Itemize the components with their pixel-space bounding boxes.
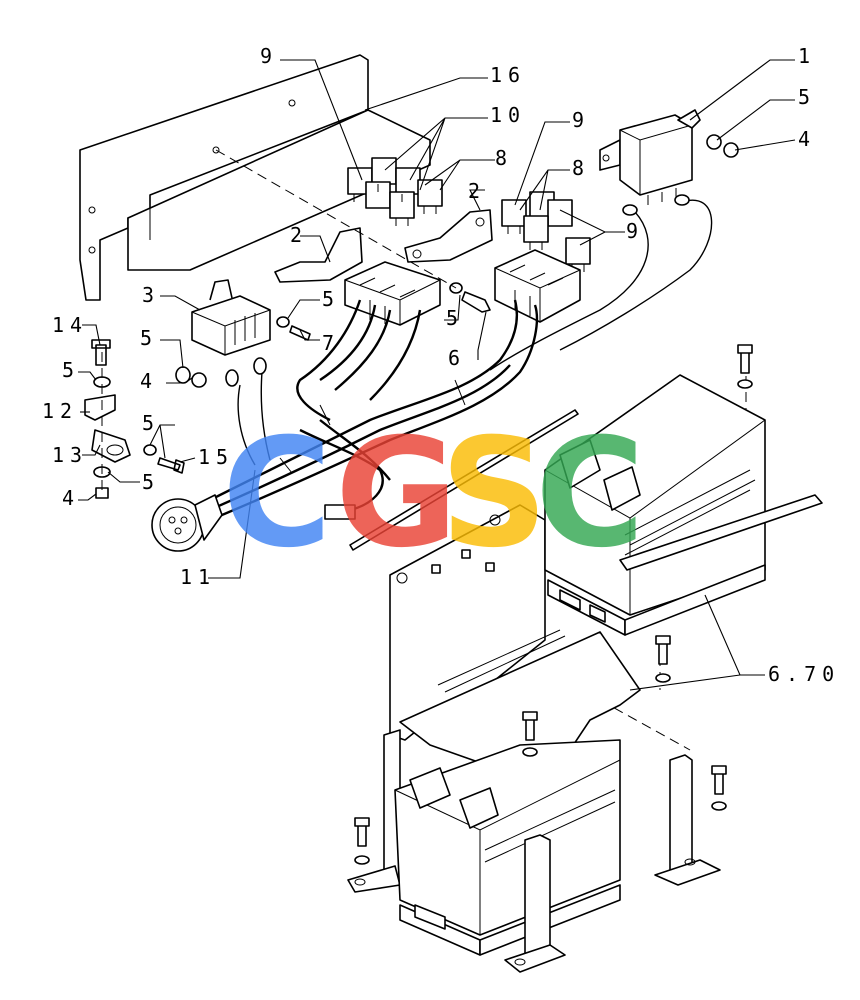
callout-12: 12 — [42, 399, 78, 423]
callout-8-right: 8 — [572, 156, 590, 180]
fuse-box-left — [344, 261, 441, 326]
battery-lower — [394, 739, 621, 956]
watermark-letter-s: S — [440, 407, 548, 581]
callout-11: 11 — [180, 565, 216, 589]
support-leg-left — [504, 834, 566, 973]
relay-group-left — [347, 157, 443, 226]
callout-13: 13 — [52, 443, 88, 467]
callout-4-relay: 4 — [798, 127, 816, 151]
support-leg-right — [654, 754, 721, 886]
main-relay — [599, 109, 739, 205]
watermark-logo: C G S C — [222, 407, 645, 581]
wiring-harness — [151, 194, 713, 552]
callout-labels: 1 5 4 9 16 10 9 8 8 2 2 9 3 5 5 7 6 14 5… — [42, 44, 840, 686]
callout-7: 7 — [322, 331, 340, 355]
battery-upper — [544, 374, 766, 636]
relay-group-right — [501, 191, 591, 272]
callout-5-clamp: 5 — [142, 411, 160, 435]
callout-6: 6 — [448, 346, 466, 370]
callout-4-nut: 4 — [62, 486, 80, 510]
callout-3: 3 — [142, 283, 160, 307]
callout-14: 14 — [52, 313, 88, 337]
callout-6-70: 6.70 — [768, 662, 840, 686]
watermark-letter-c2: C — [535, 407, 645, 581]
callout-5-fusebox: 5 — [446, 306, 464, 330]
callout-15: 15 — [198, 445, 234, 469]
connector-block — [191, 279, 271, 356]
callout-4-ground: 4 — [140, 369, 158, 393]
leader-lines — [78, 59, 796, 691]
callout-5-connector: 5 — [322, 287, 340, 311]
battery-support-frame — [347, 504, 641, 893]
callout-2-right: 2 — [468, 179, 486, 203]
mounting-bracket — [79, 54, 431, 301]
watermark-letter-g: G — [335, 407, 458, 581]
callout-5-washer: 5 — [142, 470, 160, 494]
callout-8-left: 8 — [495, 146, 513, 170]
frame-bolts — [354, 344, 753, 865]
watermark-letter-c1: C — [222, 407, 332, 581]
callout-10: 10 — [490, 103, 526, 127]
callout-9-left: 9 — [260, 44, 278, 68]
callout-1: 1 — [798, 44, 816, 68]
callout-9-right: 9 — [572, 108, 590, 132]
callout-2-left: 2 — [290, 223, 308, 247]
callout-16: 16 — [490, 63, 526, 87]
callout-9-lower: 9 — [626, 219, 644, 243]
callout-5-bolt: 5 — [62, 358, 80, 382]
clip-brackets — [274, 209, 493, 283]
callout-5-ground: 5 — [140, 326, 158, 350]
callout-5-relay: 5 — [798, 85, 816, 109]
battery-hold-down-rod — [349, 409, 823, 571]
